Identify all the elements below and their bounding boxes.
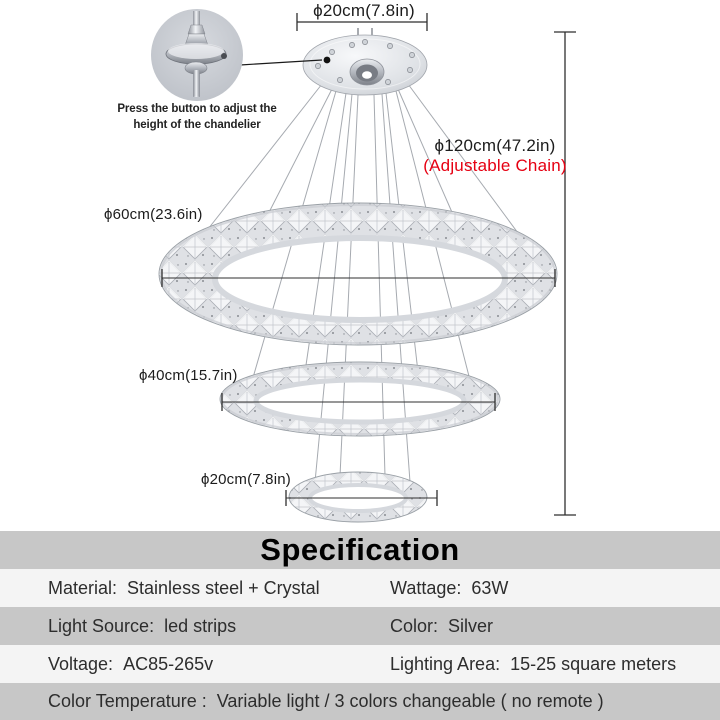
adjust-button-dot (323, 56, 331, 64)
adjustable-chain-note: (Adjustable Chain) (423, 156, 567, 175)
spec-value-color: Silver (448, 615, 494, 636)
spec-label-light-source: Light Source: (48, 615, 155, 636)
dimension-lines (161, 13, 576, 516)
chain-length-label: ϕ120cm(47.2in) (434, 136, 556, 155)
ring-large-diameter-label: ϕ60cm(23.6in) (104, 206, 203, 223)
spec-value-material: Stainless steel + Crystal (127, 577, 320, 598)
spec-value-color-temperature: Variable light / 3 colors changeable ( n… (216, 691, 604, 711)
callout-note-line1: Press the button to adjust the (117, 103, 277, 115)
crystal-ring-small (288, 471, 428, 523)
callout-note-text: Press the button to adjust the height of… (117, 101, 276, 133)
spec-value-voltage: AC85-265v (123, 653, 214, 674)
ring-medium-diameter-label: ϕ40cm(15.7in) (139, 367, 238, 384)
spec-label-wattage: Wattage: (390, 577, 462, 598)
spec-label-color: Color: (390, 615, 439, 636)
canopy-dimension-line (296, 13, 428, 31)
spec-cell-color: Color: Silver (390, 616, 720, 637)
spec-label-material: Material: (48, 577, 118, 598)
spec-cell-voltage: Voltage: AC85-265v (0, 654, 390, 675)
specification-title: Specification (0, 531, 720, 569)
ring-small-diameter-label: ϕ20cm(7.8in) (201, 471, 291, 488)
ring-small-dimension-line (285, 490, 438, 506)
led-module (349, 58, 385, 86)
ring-medium-dimension-line (221, 393, 496, 411)
spec-label-voltage: Voltage: (48, 653, 114, 674)
spec-row-light-source: Light Source: led strips Color: Silver (0, 607, 720, 645)
spec-cell-wattage: Wattage: 63W (390, 578, 720, 599)
canopy-screws (315, 39, 415, 85)
crystal-ring-large (158, 202, 558, 346)
spec-value-light-source: led strips (164, 615, 237, 636)
height-adjuster-mechanism (165, 11, 227, 97)
chandelier-diagram: ϕ20cm(7.8in) ϕ120cm(47.2in) (Adjustable … (104, 1, 576, 523)
callout-leader-line (239, 59, 323, 66)
ring-large-dimension-line (161, 269, 556, 287)
spec-cell-color-temperature: Color Temperature : Variable light / 3 c… (0, 691, 604, 712)
spec-label-lighting-area: Lighting Area: (390, 653, 501, 674)
spec-cell-material: Material: Stainless steel + Crystal (0, 578, 390, 599)
crystal-ring-medium (219, 361, 501, 437)
chain-dimension-line (554, 31, 576, 516)
spec-row-voltage: Voltage: AC85-265v Lighting Area: 15-25 … (0, 645, 720, 683)
spec-row-color-temperature: Color Temperature : Variable light / 3 c… (0, 683, 720, 720)
spec-value-wattage: 63W (471, 577, 509, 598)
spec-row-material: Material: Stainless steel + Crystal Watt… (0, 569, 720, 607)
spec-value-lighting-area: 15-25 square meters (510, 653, 677, 674)
specification-section: Specification Material: Stainless steel … (0, 531, 720, 720)
callout-note-line2: height of the chandelier (133, 119, 261, 131)
spec-label-color-temperature: Color Temperature : (48, 691, 207, 711)
canopy-diameter-label: ϕ20cm(7.8in) (313, 1, 415, 20)
spec-cell-light-source: Light Source: led strips (0, 616, 390, 637)
button-callout (151, 9, 323, 101)
ceiling-canopy (302, 28, 428, 96)
spec-cell-lighting-area: Lighting Area: 15-25 square meters (390, 654, 720, 675)
chandelier-illustration (151, 9, 576, 523)
